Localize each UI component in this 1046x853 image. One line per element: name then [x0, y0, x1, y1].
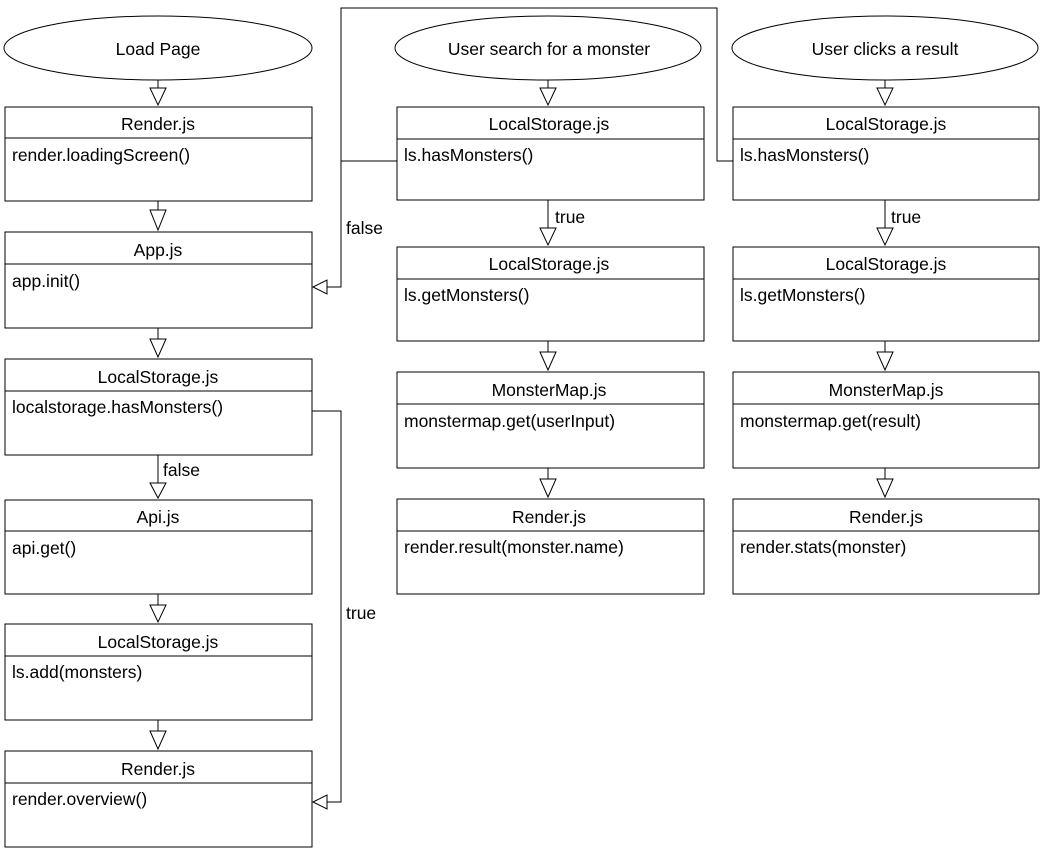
process-box: Render.js render.overview() [4, 750, 313, 848]
process-box: LocalStorage.js ls.hasMonsters() [732, 106, 1040, 201]
arrowhead [149, 604, 167, 624]
process-box: Api.js api.get() [4, 499, 313, 595]
box-body: ls.add(monsters) [12, 662, 142, 682]
box-body: api.get() [12, 538, 76, 558]
box-body: ls.getMonsters() [404, 285, 529, 305]
edge-hasmonsters-true-to-overview [312, 410, 342, 803]
arrowhead [149, 482, 167, 500]
process-box: LocalStorage.js ls.add(monsters) [4, 623, 313, 721]
box-header: Api.js [137, 507, 180, 527]
start-ellipse [731, 15, 1039, 81]
box-body: localstorage.hasMonsters() [12, 397, 223, 417]
box-body: render.overview() [12, 789, 147, 809]
start-node-load-page: Load Page [3, 15, 313, 81]
start-nodes: Load Page User search for a monster User… [3, 15, 1039, 81]
edge-label-false: false [163, 460, 200, 480]
arrowhead [149, 87, 167, 107]
arrowhead [539, 351, 557, 372]
box-header: MonsterMap.js [829, 380, 944, 400]
arrowhead [876, 478, 894, 499]
arrowhead [149, 730, 167, 751]
box-header: MonsterMap.js [492, 380, 607, 400]
box-frame [732, 106, 1040, 201]
box-body: ls.hasMonsters() [740, 145, 869, 165]
edge-label-false: false [346, 218, 383, 238]
box-body: ls.getMonsters() [740, 285, 865, 305]
box-body: app.init() [12, 271, 80, 291]
edge-c2-hasmonsters-false-to-app [327, 160, 397, 288]
box-frame [396, 246, 705, 342]
box-header: Render.js [121, 759, 195, 779]
box-body: ls.hasMonsters() [404, 145, 533, 165]
box-frame [732, 498, 1040, 595]
box-body: render.result(monster.name) [404, 537, 624, 557]
process-box: Render.js render.stats(monster) [732, 498, 1040, 595]
arrowhead [539, 478, 557, 499]
box-frame [4, 106, 313, 202]
box-body: monstermap.get(userInput) [404, 411, 615, 431]
box-frame [732, 246, 1040, 342]
process-box: LocalStorage.js localstorage.hasMonsters… [4, 358, 313, 456]
column-user-click: LocalStorage.js ls.hasMonsters() LocalSt… [732, 106, 1040, 595]
box-header: LocalStorage.js [98, 367, 219, 387]
column-user-search: LocalStorage.js ls.hasMonsters() LocalSt… [396, 106, 705, 595]
arrowhead [149, 209, 167, 232]
process-box: Render.js render.loadingScreen() [4, 106, 313, 202]
box-header: LocalStorage.js [98, 632, 219, 652]
connectors [157, 7, 886, 803]
process-box: App.js app.init() [4, 231, 313, 329]
box-body: render.stats(monster) [740, 537, 906, 557]
edge-c3-hasmonsters-false-loop [340, 7, 733, 162]
start-label: User clicks a result [812, 39, 959, 59]
box-frame [4, 623, 313, 721]
start-node-user-search: User search for a monster [394, 15, 702, 81]
box-header: LocalStorage.js [826, 254, 947, 274]
edge-label-true: true [555, 207, 585, 227]
start-node-user-click: User clicks a result [731, 15, 1039, 81]
arrowhead [876, 351, 894, 372]
edge-labels: false true false true true [163, 207, 921, 623]
arrowhead [876, 227, 894, 247]
start-ellipse [3, 15, 313, 81]
arrowhead [149, 338, 167, 359]
box-header: Render.js [121, 114, 195, 134]
box-frame [396, 106, 705, 201]
process-box: LocalStorage.js ls.getMonsters() [732, 246, 1040, 342]
process-box: LocalStorage.js ls.hasMonsters() [396, 106, 705, 201]
box-header: LocalStorage.js [489, 114, 610, 134]
box-header: Render.js [849, 507, 923, 527]
box-frame [396, 371, 705, 469]
box-frame [4, 231, 313, 329]
box-header: Render.js [512, 507, 586, 527]
box-frame [4, 499, 313, 595]
box-body: render.loadingScreen() [12, 145, 190, 165]
arrowhead [311, 794, 328, 810]
arrowheads [149, 87, 894, 810]
edge-label-true: true [346, 603, 376, 623]
box-header: LocalStorage.js [826, 114, 947, 134]
column-load-page: Render.js render.loadingScreen() App.js … [4, 106, 313, 848]
box-header: App.js [134, 240, 183, 260]
edge-label-true: true [891, 207, 921, 227]
box-frame [4, 358, 313, 456]
box-header: LocalStorage.js [489, 254, 610, 274]
box-frame [396, 498, 705, 595]
box-frame [732, 371, 1040, 469]
process-box: MonsterMap.js monstermap.get(userInput) [396, 371, 705, 469]
start-label: User search for a monster [448, 39, 650, 59]
process-box: LocalStorage.js ls.getMonsters() [396, 246, 705, 342]
start-label: Load Page [116, 39, 201, 59]
arrowhead [539, 87, 557, 107]
arrowhead [539, 227, 557, 247]
box-frame [4, 750, 313, 848]
process-box: MonsterMap.js monstermap.get(result) [732, 371, 1040, 469]
start-ellipse [394, 15, 702, 81]
arrowhead [876, 87, 894, 107]
box-body: monstermap.get(result) [740, 411, 921, 431]
process-box: Render.js render.result(monster.name) [396, 498, 705, 595]
arrowhead [311, 279, 328, 295]
